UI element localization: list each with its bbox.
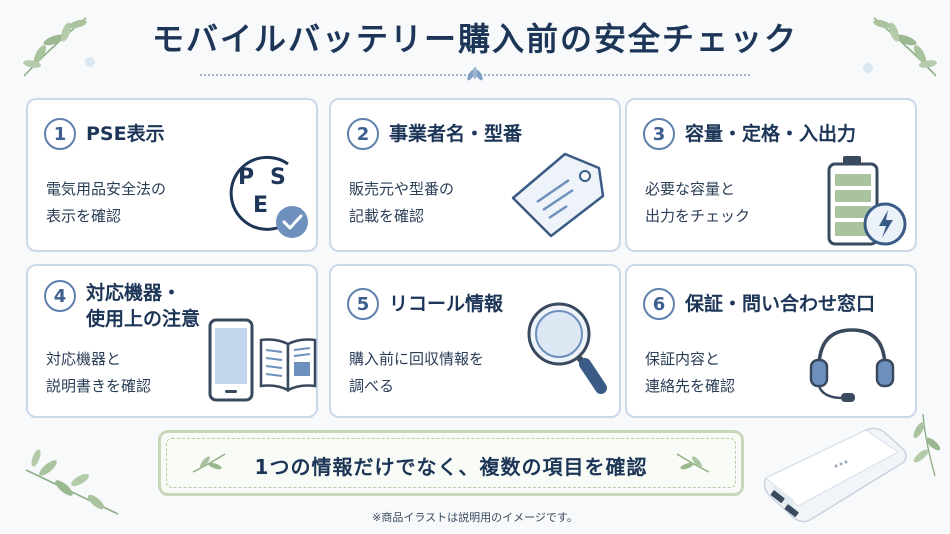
step-number: 2 — [347, 118, 379, 150]
card-description: 販売元や型番の 記載を確認 — [349, 180, 455, 225]
card-title: 事業者名・型番 — [389, 123, 523, 145]
card-title: 保証・問い合わせ窓口 — [685, 293, 876, 315]
step-number: 5 — [347, 288, 379, 320]
card-title: 対応機器・ 使用上の注意 — [86, 282, 201, 330]
summary-text: 1つの情報だけでなく、複数の項目を確認 — [254, 455, 648, 479]
battery-charging-icon — [827, 156, 907, 246]
leaf-icon — [467, 67, 483, 81]
power-bank-illustration — [763, 427, 907, 523]
check-card-maker-model: 2 事業者名・型番 販売元や型番の 記載を確認 — [329, 98, 621, 252]
card-title: リコール情報 — [389, 293, 504, 315]
check-card-pse: 1 PSE表示 電気用品安全法の 表示を確認 P S E — [26, 98, 318, 252]
step-number: 3 — [643, 118, 675, 150]
card-description: 対応機器と 説明書きを確認 — [46, 350, 152, 395]
check-card-compatibility: 4 対応機器・ 使用上の注意 対応機器と 説明書きを確認 — [26, 264, 318, 418]
card-title: 容量・定格・入出力 — [685, 123, 857, 145]
card-description: 購入前に回収情報を 調べる — [349, 350, 485, 395]
pse-mark-icon: P S E — [229, 155, 308, 238]
card-description: 電気用品安全法の 表示を確認 — [46, 180, 167, 225]
check-card-recall: 5 リコール情報 購入前に回収情報を 調べる — [329, 264, 621, 418]
leaf-icon — [192, 453, 226, 473]
leaf-branch-bottom-right-icon — [913, 413, 941, 477]
manual-book-icon — [259, 338, 317, 393]
illustration-note: ※商品イラストは説明用のイメージです。 — [372, 511, 578, 524]
pse-letter-e: E — [253, 193, 268, 218]
card-title: PSE表示 — [86, 123, 165, 145]
card-description: 保証内容と 連絡先を確認 — [645, 350, 736, 395]
step-number: 4 — [44, 280, 76, 312]
leaf-branch-top-right-icon — [863, 17, 937, 77]
tag-icon — [511, 152, 605, 238]
magnifier-icon — [527, 302, 607, 394]
card-description: 必要な容量と 出力をチェック — [645, 180, 751, 225]
step-number: 6 — [643, 288, 675, 320]
leaf-icon — [676, 453, 710, 473]
headset-icon — [809, 328, 895, 402]
smartphone-icon — [208, 318, 254, 402]
summary-banner: 1つの情報だけでなく、複数の項目を確認 — [158, 430, 744, 496]
leaf-branch-top-left-icon — [23, 17, 95, 77]
page-title: モバイルバッテリー購入前の安全チェック — [151, 20, 798, 58]
check-card-support: 6 保証・問い合わせ窓口 保証内容と 連絡先を確認 — [625, 264, 917, 418]
leaf-branch-bottom-left-icon — [25, 449, 119, 515]
pse-letter-s: S — [270, 165, 286, 190]
pse-letter-p: P — [238, 165, 254, 190]
step-number: 1 — [44, 118, 76, 150]
check-card-capacity: 3 容量・定格・入出力 必要な容量と 出力をチェック — [625, 98, 917, 252]
